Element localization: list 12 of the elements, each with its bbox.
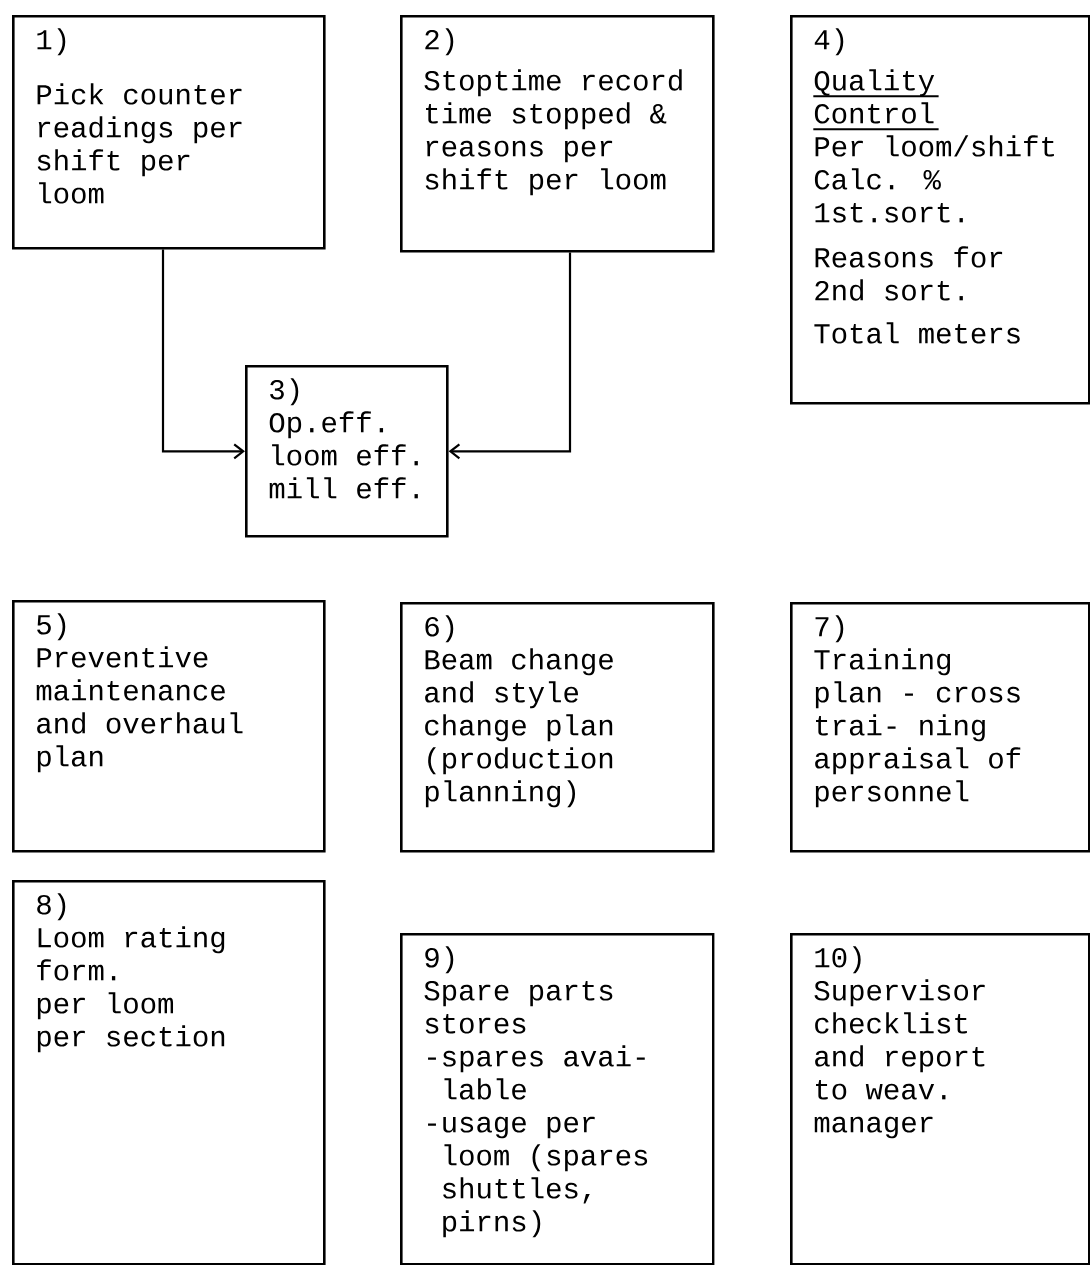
note-box: 5) Preventive maintenance and overhaul plan: [12, 600, 326, 853]
process-box: 1) Pick counter readings per shift per loom: [12, 15, 326, 250]
note-box: 6) Beam change and style change plan (production planning): [400, 602, 715, 853]
process-box: 3) Op.eff. loom eff. mill eff.: [245, 365, 449, 538]
note-box: 4) Quality Control Per loom/shift Calc. % 1st.sort. Reasons for 2nd sort. Total meters: [790, 15, 1090, 405]
note-box: 9) Spare parts stores -spares avai- lable -usage per loom (spares shuttles, pirns): [400, 933, 715, 1265]
arrow: [161, 249, 245, 460]
note-box: 10) Supervisor checklist and report to weav. manager: [790, 933, 1090, 1265]
note-box: 7) Training plan - cross trai- ning appraisal of personnel: [790, 602, 1090, 853]
process-box: 2) Stoptime record time stopped & reasons per shift per loom: [400, 15, 715, 253]
note-box: 8) Loom rating form. per loom per section: [12, 880, 326, 1265]
arrow: [448, 252, 572, 460]
